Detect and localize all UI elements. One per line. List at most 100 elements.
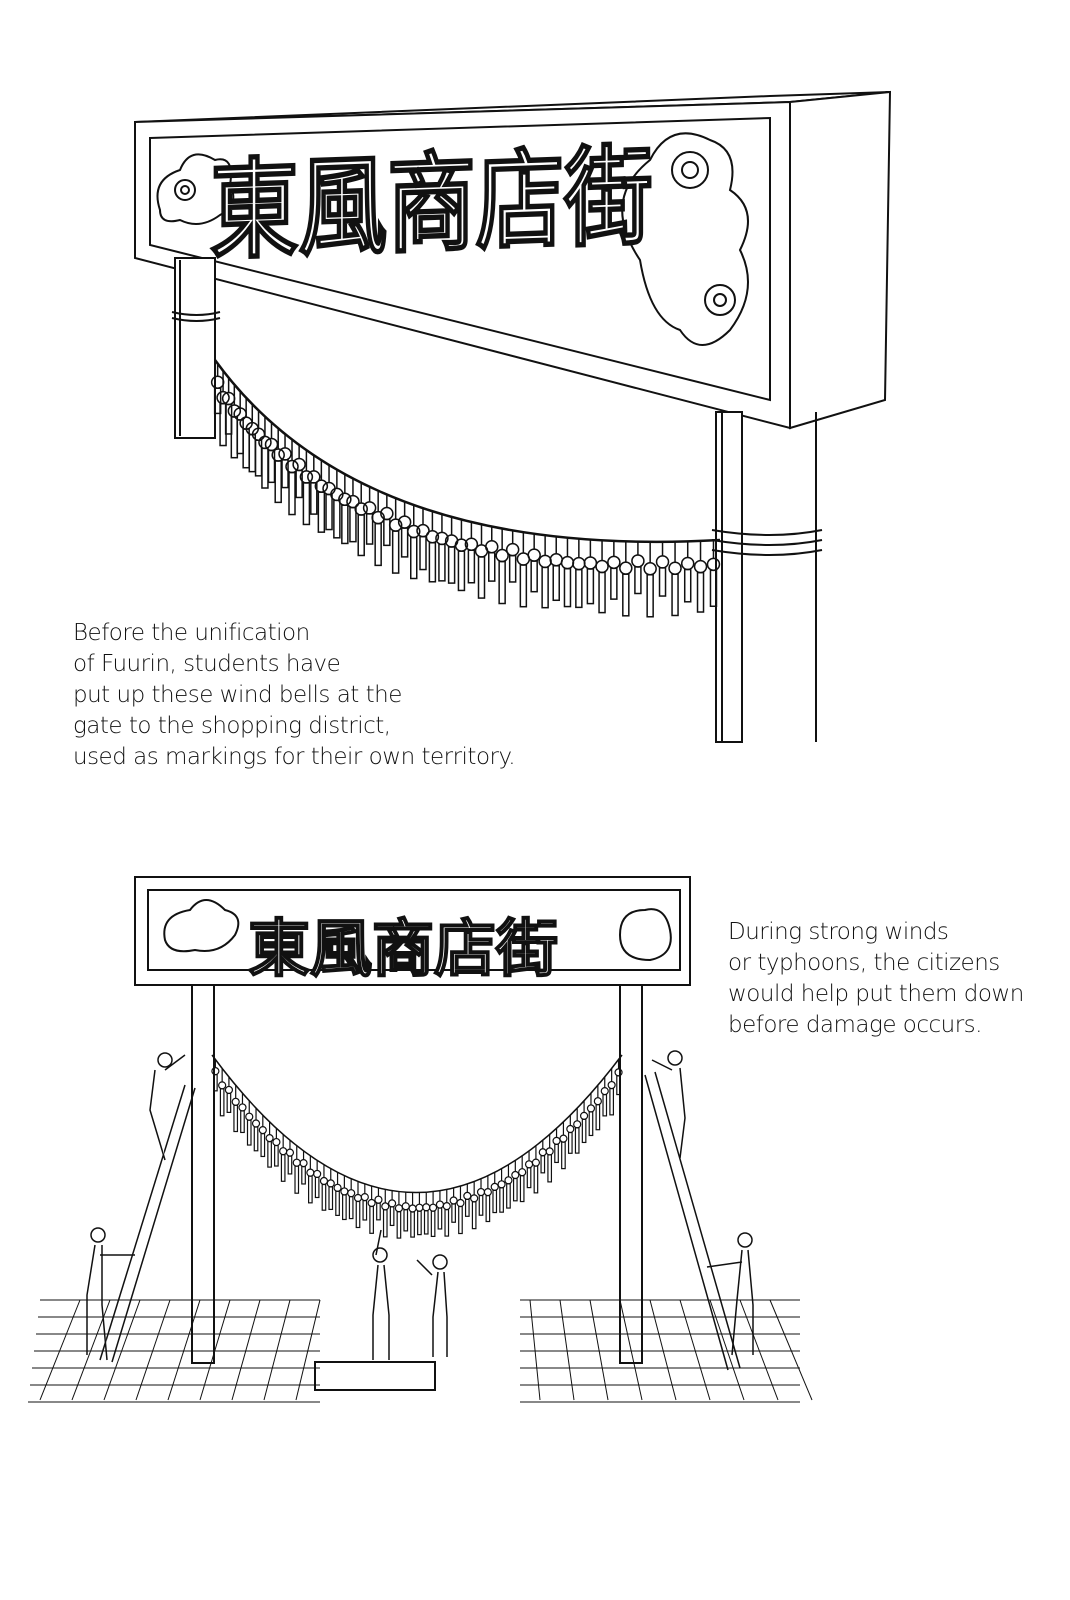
bell-paper-strip: [530, 560, 538, 593]
bell-paper-strip: [581, 1118, 587, 1144]
bell-paper-strip: [423, 1210, 429, 1235]
wind-bell-icon: [272, 1137, 281, 1147]
bell-paper-strip: [333, 499, 341, 539]
wind-bell-icon: [435, 1200, 445, 1209]
wind-bell-icon: [531, 1158, 541, 1167]
wind-bell-icon: [285, 1148, 295, 1157]
bell-paper-strip: [508, 554, 517, 583]
wind-bell-icon: [497, 1180, 506, 1189]
bell-paper-strip: [492, 1189, 498, 1214]
wind-bell-icon: [586, 1104, 596, 1113]
floor-line: [71, 1299, 111, 1401]
bell-paper-strip: [671, 573, 679, 617]
wind-bell-icon: [422, 1203, 431, 1212]
floor-line: [739, 1299, 779, 1401]
wind-bell-icon: [292, 1158, 301, 1167]
floor-line: [167, 1299, 201, 1401]
bell-paper-strip: [547, 1154, 553, 1183]
wind-bell-icon: [360, 1192, 369, 1202]
caption-line: before damage occurs.: [728, 1012, 982, 1038]
wind-bell-icon: [490, 1182, 499, 1191]
bell-paper-strip: [567, 1131, 573, 1154]
wind-bell-icon: [306, 1168, 315, 1177]
floor-mat: [314, 1361, 436, 1391]
bell-paper-strip: [410, 1211, 415, 1238]
bell-paper-strip: [314, 1176, 320, 1199]
wind-bell-icon: [367, 1198, 376, 1208]
bell-paper-strip: [233, 1104, 239, 1133]
wind-bell-icon: [449, 1196, 458, 1205]
wind-bell-icon: [566, 1124, 575, 1134]
bell-paper-strip: [709, 569, 718, 608]
wind-bell-icon: [258, 1125, 267, 1135]
bell-paper-strip: [267, 1141, 272, 1168]
bell-paper-strip: [477, 556, 486, 599]
caption-line: of Fuurin, students have: [73, 651, 341, 677]
wind-bell-icon: [518, 1168, 527, 1177]
wind-bell-icon: [333, 1183, 342, 1192]
bell-paper-strip: [533, 1165, 539, 1194]
wind-bell-icon: [573, 1120, 582, 1129]
bell-paper-strip: [464, 1198, 470, 1217]
bell-paper-strip: [602, 1094, 608, 1117]
caption-line: or typhoons, the citizens: [728, 950, 1000, 976]
bell-paper-strip: [478, 1194, 484, 1216]
bell-paper-strip: [610, 567, 618, 600]
bottom-sign-board: [134, 876, 691, 986]
bell-paper-strip: [526, 1167, 532, 1189]
bell-paper-strip: [499, 1187, 504, 1213]
bell-paper-strip: [348, 1196, 354, 1220]
bell-paper-strip: [226, 1092, 232, 1114]
caption-line: used as markings for their own territory…: [73, 744, 516, 770]
bell-paper-strip: [447, 546, 456, 584]
bell-paper-strip: [389, 1206, 395, 1227]
top-sign-side-face: [789, 90, 892, 430]
bell-paper-strip: [349, 506, 357, 543]
bell-paper-strip: [595, 1104, 601, 1131]
cloud-ornament-left: [156, 153, 235, 225]
bell-paper-strip: [391, 530, 400, 574]
bell-paper-strip: [498, 560, 506, 605]
wind-bell-icon: [442, 1202, 451, 1211]
bell-paper-strip: [403, 1209, 409, 1232]
ladder-right: [644, 1071, 741, 1371]
bell-paper-strip: [451, 1203, 456, 1223]
bell-paper-strip: [310, 482, 318, 515]
floor-line: [135, 1299, 171, 1401]
bell-paper-strip: [471, 1201, 477, 1230]
bell-paper-strip: [437, 1207, 443, 1230]
caption-line: Before the unification: [73, 620, 310, 646]
bell-paper-strip: [317, 491, 326, 533]
wind-bell-icon: [538, 1148, 547, 1157]
cloud-ornament-right: [621, 132, 749, 346]
bell-paper-strip: [488, 551, 496, 582]
bottom-caption: During strong winds or typhoons, the cit…: [728, 917, 1024, 1041]
bell-paper-strip: [219, 1088, 225, 1117]
bell-paper-strip: [281, 459, 289, 489]
bell-paper-strip: [362, 1199, 368, 1221]
floor-line: [39, 1299, 81, 1401]
bell-paper-strip: [598, 571, 606, 614]
floor-line: [649, 1299, 677, 1401]
wind-bell-icon: [408, 1204, 417, 1213]
floor-tiles: [28, 1299, 813, 1403]
bell-paper-strip: [301, 1165, 306, 1185]
worker-figures: [86, 1050, 754, 1361]
bell-paper-strip: [213, 387, 222, 415]
wind-bell-icon: [326, 1179, 335, 1188]
wind-bell-icon: [394, 1204, 404, 1213]
top-wind-bell-garland: [213, 359, 721, 544]
wind-bell-icon: [483, 1188, 492, 1197]
wind-bell-icon: [218, 1081, 227, 1090]
bell-paper-strip: [428, 542, 437, 583]
wind-bell-icon: [545, 1147, 554, 1156]
wind-bells: [210, 363, 721, 618]
bell-paper-strip: [541, 566, 549, 609]
wind-bell-icon: [313, 1169, 322, 1179]
wind-bell-icon: [374, 1195, 383, 1204]
bell-paper-strip: [369, 1205, 374, 1234]
bell-paper-strip: [341, 504, 349, 545]
bell-paper-strip: [438, 543, 446, 582]
top-left-pillar: [174, 257, 216, 439]
